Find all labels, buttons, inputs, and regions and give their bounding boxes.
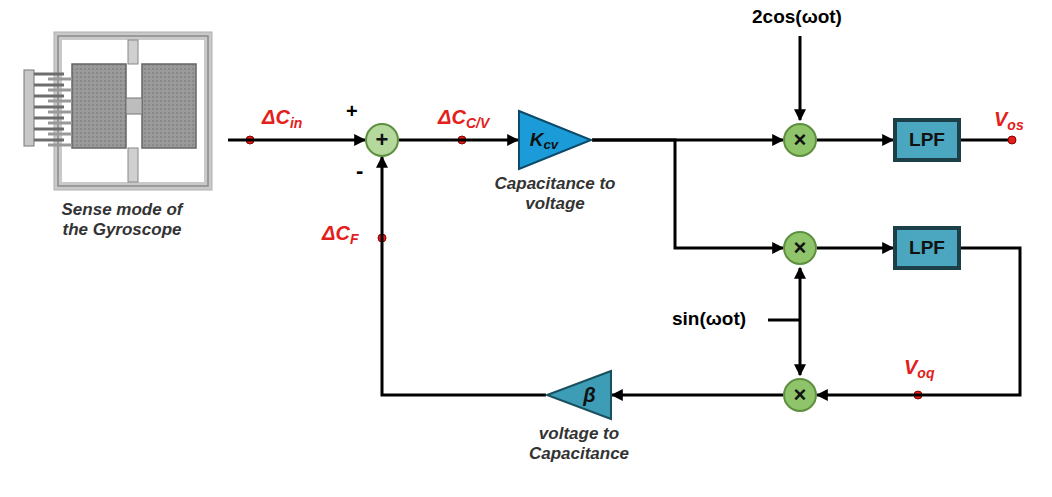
output-signal: Vos: [994, 108, 1024, 131]
sign-minus: -: [356, 158, 363, 184]
gain-amplifier: KcvCapacitance to voltage: [518, 110, 592, 170]
signal-arrow: [612, 394, 783, 397]
signal-dot: [1008, 136, 1016, 144]
signal-arrow: [228, 139, 365, 142]
signal-name: ΔCF: [322, 222, 358, 245]
block-symbol: LPF: [909, 129, 945, 151]
block-caption: voltage to Capacitance: [494, 424, 664, 464]
output-wire: [961, 139, 1012, 142]
sign-plus: +: [346, 100, 358, 123]
block-symbol: ×: [794, 127, 807, 153]
block-symbol: ×: [794, 235, 807, 261]
block-symbol: +: [376, 127, 389, 153]
gain-amplifier: βvoltage to Capacitance: [546, 370, 612, 420]
block-symbol: LPF: [909, 237, 945, 259]
reference-input: [799, 36, 802, 120]
signal-arrow: [817, 247, 893, 250]
block-symbol: ×: [794, 382, 807, 408]
reference-signal: 2cos(ωot): [752, 6, 842, 28]
gyroscope-illustration: [24, 32, 212, 190]
signal-arrow: [817, 248, 1020, 395]
signal-name: Voq: [904, 356, 934, 379]
signal-name: ΔCC/V: [438, 106, 489, 129]
signal-arrow: [592, 140, 783, 248]
multiplier: ×: [783, 123, 817, 157]
multiplier: ×: [783, 378, 817, 412]
block-symbol: Kcv: [530, 129, 559, 151]
reference-input: [799, 320, 802, 375]
signal-arrow: [399, 139, 518, 142]
multiplier: ×: [783, 231, 817, 265]
signal-arrow: [817, 139, 893, 142]
block-caption: Capacitance to voltage: [470, 174, 640, 214]
gain-amplifier-outline: [546, 370, 612, 420]
reference-input: [799, 268, 802, 320]
low-pass-filter: LPF: [893, 226, 961, 270]
low-pass-filter: LPF: [893, 118, 961, 162]
signal-name: ΔCin: [262, 106, 302, 129]
gyroscope-figure: Sense mode of the Gyroscope: [18, 28, 226, 196]
reference-signal: sin(ωot): [672, 308, 746, 330]
block-caption: Sense mode of the Gyroscope: [47, 200, 197, 240]
block-symbol: β: [583, 384, 595, 407]
summing-junction: +: [365, 123, 399, 157]
reference-input: [768, 319, 800, 322]
